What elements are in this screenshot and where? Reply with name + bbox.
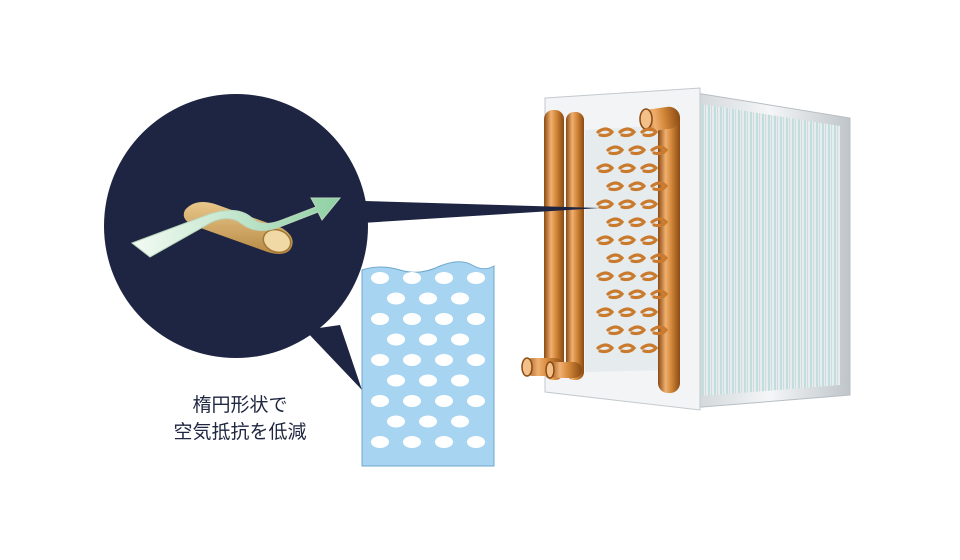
caption-line-1: 楕円形状で [192,394,288,416]
callout-pointer [330,200,600,225]
fin-hole [451,292,469,305]
u-bend [650,217,669,228]
fin-hole [451,374,469,387]
fin-hole [435,354,453,366]
u-bend [596,271,615,282]
fin-hole [451,415,469,428]
u-bend [650,325,669,336]
fin-hole [467,395,485,407]
u-bend [650,253,669,264]
fin-block [689,91,851,409]
fin-hole [371,395,389,407]
u-bend [596,307,615,318]
u-bend [618,271,637,282]
fin-hole [435,436,453,448]
fin-sheet [361,261,495,467]
airflow-arrow-icon [130,197,342,258]
u-bend [640,163,659,174]
fin-hole [435,313,453,325]
fin-hole [467,436,485,448]
fin-hole [419,333,437,346]
u-bend [606,289,625,300]
u-bends [596,127,669,354]
zoom-callout [104,94,368,358]
u-bend [596,199,615,210]
fin-hole [371,436,389,448]
fin-hole [403,354,421,366]
u-bend [618,163,637,174]
fin-hole [371,313,389,325]
fin-hole [467,354,485,366]
fin-hole [387,415,405,428]
u-bend [640,199,659,210]
fin-hole [403,436,421,448]
u-bend [628,253,647,264]
fin-hole [387,333,405,346]
u-bend [618,127,637,138]
u-bend [618,235,637,246]
u-bend [596,343,615,354]
u-bend [596,127,615,138]
fin-hole [371,272,389,284]
u-bend [650,181,669,192]
fin-pointer [305,325,362,390]
u-bend [628,289,647,300]
u-bend [596,163,615,174]
u-bend [640,271,659,282]
u-bend [606,325,625,336]
fin-hole [467,313,485,325]
fin-hole [403,272,421,284]
u-bend [606,253,625,264]
u-bend [606,181,625,192]
fin-hole [451,333,469,346]
fin-hole [419,374,437,387]
caption-line-2: 空気抵抗を低減 [173,421,307,443]
u-bend [606,217,625,228]
u-bend [640,343,659,354]
u-bend [628,145,647,156]
caption: 楕円形状で 空気抵抗を低減 [150,392,330,446]
u-bend [640,127,659,138]
u-bend [618,199,637,210]
u-bend [640,235,659,246]
u-bend [650,289,669,300]
fin-hole [467,272,485,284]
u-bend [606,145,625,156]
fin-hole [435,272,453,284]
fin-hole [419,415,437,428]
u-bend [596,235,615,246]
u-bend [618,343,637,354]
u-bend [640,307,659,318]
u-bend [650,145,669,156]
u-bend [628,325,647,336]
u-bend [618,307,637,318]
fin-hole [403,313,421,325]
fin-hole [387,374,405,387]
fin-hole [419,292,437,305]
fin-hole [435,395,453,407]
u-bend [628,181,647,192]
u-bend [628,217,647,228]
fin-hole [403,395,421,407]
fin-hole [371,354,389,366]
copper-tubes [521,106,680,393]
fin-hole [387,292,405,305]
